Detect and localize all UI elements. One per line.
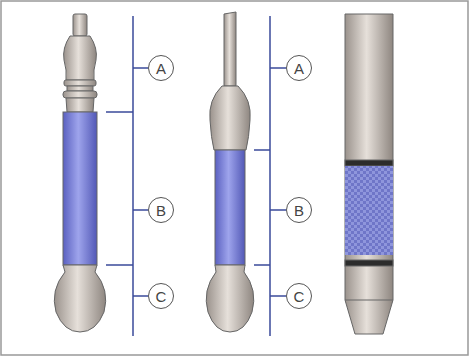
callout-circle: C bbox=[286, 283, 312, 309]
callout-letter: B bbox=[294, 203, 304, 218]
callout-circle: B bbox=[148, 197, 174, 223]
callout-circle: A bbox=[286, 55, 312, 81]
callout-letter: A bbox=[294, 61, 304, 76]
callout-letter: C bbox=[294, 289, 305, 304]
callout-circle: A bbox=[148, 55, 174, 81]
callout-letter: B bbox=[156, 203, 166, 218]
callout-circle: B bbox=[286, 197, 312, 223]
callout-letter: A bbox=[156, 61, 166, 76]
callout-circle: C bbox=[148, 283, 174, 309]
callout-letter: C bbox=[156, 289, 167, 304]
